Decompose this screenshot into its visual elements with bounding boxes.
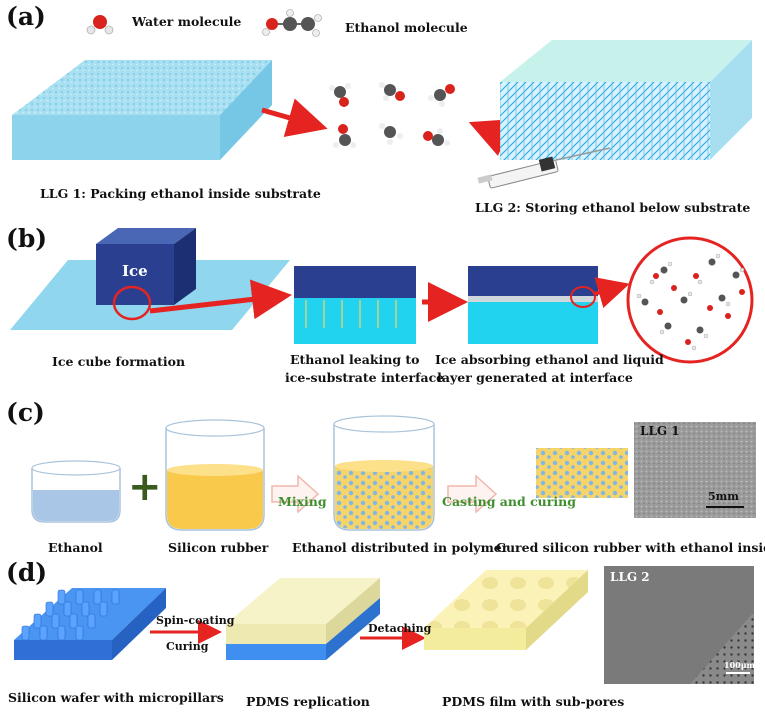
water-molecule-icon: [86, 15, 114, 35]
scale-5mm-label: 5mm: [708, 490, 739, 503]
cured-caption: Cured silicon rubber with ethanol inside: [496, 540, 765, 555]
leaking-caption-line1: Ethanol leaking to: [290, 352, 420, 367]
cured-rubber-slab: [536, 448, 628, 498]
llg1-sem-tag: LLG 1: [640, 424, 680, 438]
silicon-wafer-micropillars: [14, 588, 166, 660]
ice-cube: [96, 228, 196, 305]
panel-a-label: (a): [6, 2, 46, 31]
silicon-rubber-beaker: [165, 419, 265, 531]
film-caption: PDMS film with sub-pores: [442, 694, 625, 709]
sem2-textured-region: [690, 612, 754, 684]
spin-coating-label: Spin-coating: [156, 614, 235, 627]
leaking-caption-line2: ice-substrate interface: [285, 370, 445, 385]
llg1-substrate: [12, 60, 272, 160]
absorbing-caption-line2: layer generated at interface: [437, 370, 633, 385]
llg2-substrate: [500, 40, 752, 160]
arrow-llg1-to-ethanol: [261, 98, 328, 137]
syringe-icon: [477, 147, 611, 189]
ice-cube-formation-caption: Ice cube formation: [52, 354, 186, 369]
panel-a: [12, 9, 752, 189]
casting-hollow-arrow: [447, 474, 498, 514]
llg1-caption: LLG 1: Packing ethanol inside substrate: [40, 186, 321, 201]
panel-c: [31, 415, 756, 531]
absorbing-caption-line1: Ice absorbing ethanol and liquid: [435, 352, 664, 367]
mixing-hollow-arrow: [271, 474, 320, 514]
llg1-sem-image: [634, 422, 756, 518]
legend-ethanol-label: Ethanol molecule: [345, 20, 468, 35]
ethanol-molecule-icon: [262, 9, 322, 37]
molecule-zoom-circle: [626, 236, 754, 364]
plus-sign: +: [128, 464, 162, 510]
ethanol-caption: Ethanol: [48, 540, 103, 555]
panel-c-label: (c): [6, 398, 45, 427]
ethanol-beaker: [31, 460, 121, 523]
llg2-caption: LLG 2: Storing ethanol below substrate: [475, 200, 751, 215]
mixing-label: Mixing: [278, 494, 327, 509]
llg2-sem-tag: LLG 2: [610, 570, 650, 584]
mixture-beaker: [333, 415, 435, 531]
curing-label: Curing: [166, 640, 209, 653]
panel-d: [14, 566, 754, 684]
panel-d-label: (d): [6, 558, 48, 587]
panel-b-label: (b): [6, 224, 48, 253]
replication-caption: PDMS replication: [246, 694, 370, 709]
casting-curing-label: Casting and curing: [442, 494, 576, 509]
detaching-label: Detaching: [368, 622, 432, 635]
interface-leaking-diagram: [294, 266, 416, 344]
liquid-layer-diagram: [468, 266, 598, 344]
interface-highlight-circle: [112, 285, 152, 321]
panel-b: [10, 228, 754, 364]
ice-label: Ice: [122, 262, 148, 280]
scale-100um-label: 100μm: [724, 660, 756, 670]
legend-water-label: Water molecule: [132, 14, 242, 29]
pdms-film-subpores: [424, 570, 588, 650]
distributed-caption: Ethanol distributed in polymer: [292, 540, 509, 555]
arrow-zoom-interface: [149, 279, 292, 320]
silicon-rubber-caption: Silicon rubber: [168, 540, 269, 555]
pdms-replication-block: [226, 578, 380, 660]
wafer-caption: Silicon wafer with micropillars: [8, 690, 224, 705]
arrow-zoom-molecules: [593, 277, 630, 308]
ethanol-molecule-cluster: [329, 82, 455, 148]
